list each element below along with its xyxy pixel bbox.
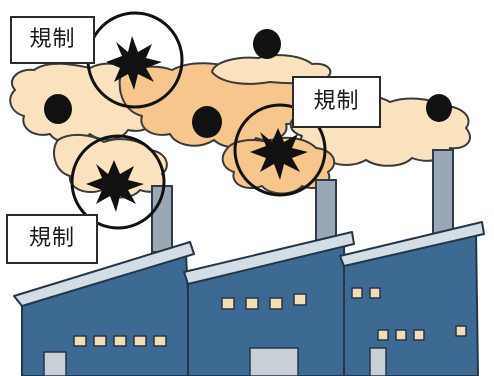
starburst-particles [86, 36, 308, 212]
highlight-circle [70, 134, 166, 230]
starburst-icon [106, 36, 162, 90]
door-middle [249, 347, 299, 376]
window [369, 287, 381, 299]
window [221, 297, 235, 310]
window [153, 335, 167, 347]
particle-dot [253, 29, 281, 59]
regulation-label-left: 規制 [6, 214, 98, 264]
window [455, 325, 467, 337]
particle-dot [426, 94, 452, 122]
factory [13, 221, 485, 376]
factory-roof-right [339, 221, 485, 267]
chimney-right [432, 149, 454, 237]
window [351, 287, 363, 299]
regulation-label-center: 規制 [292, 76, 381, 128]
window [293, 293, 307, 306]
factory-roof-middle [183, 231, 355, 285]
highlight-circle [233, 103, 327, 197]
window [93, 335, 107, 347]
highlight-circles [70, 11, 327, 230]
pollution-particles [44, 29, 452, 138]
factory-windows [73, 287, 467, 347]
starburst-icon [86, 160, 144, 212]
chimney-middle [315, 179, 337, 241]
window [413, 329, 425, 341]
window [245, 297, 259, 310]
window [395, 329, 407, 341]
window [133, 335, 147, 347]
window [113, 335, 127, 347]
door-right [369, 347, 387, 376]
particle-dot [192, 106, 222, 138]
window [269, 297, 283, 310]
regulation-label-top-left: 規制 [10, 16, 95, 64]
starburst-icon [250, 128, 308, 180]
particle-dot [44, 94, 72, 124]
door-left [43, 351, 67, 376]
window [377, 329, 389, 341]
factory-roof-left [13, 241, 195, 307]
factory-doors [43, 347, 387, 376]
window [73, 335, 87, 347]
